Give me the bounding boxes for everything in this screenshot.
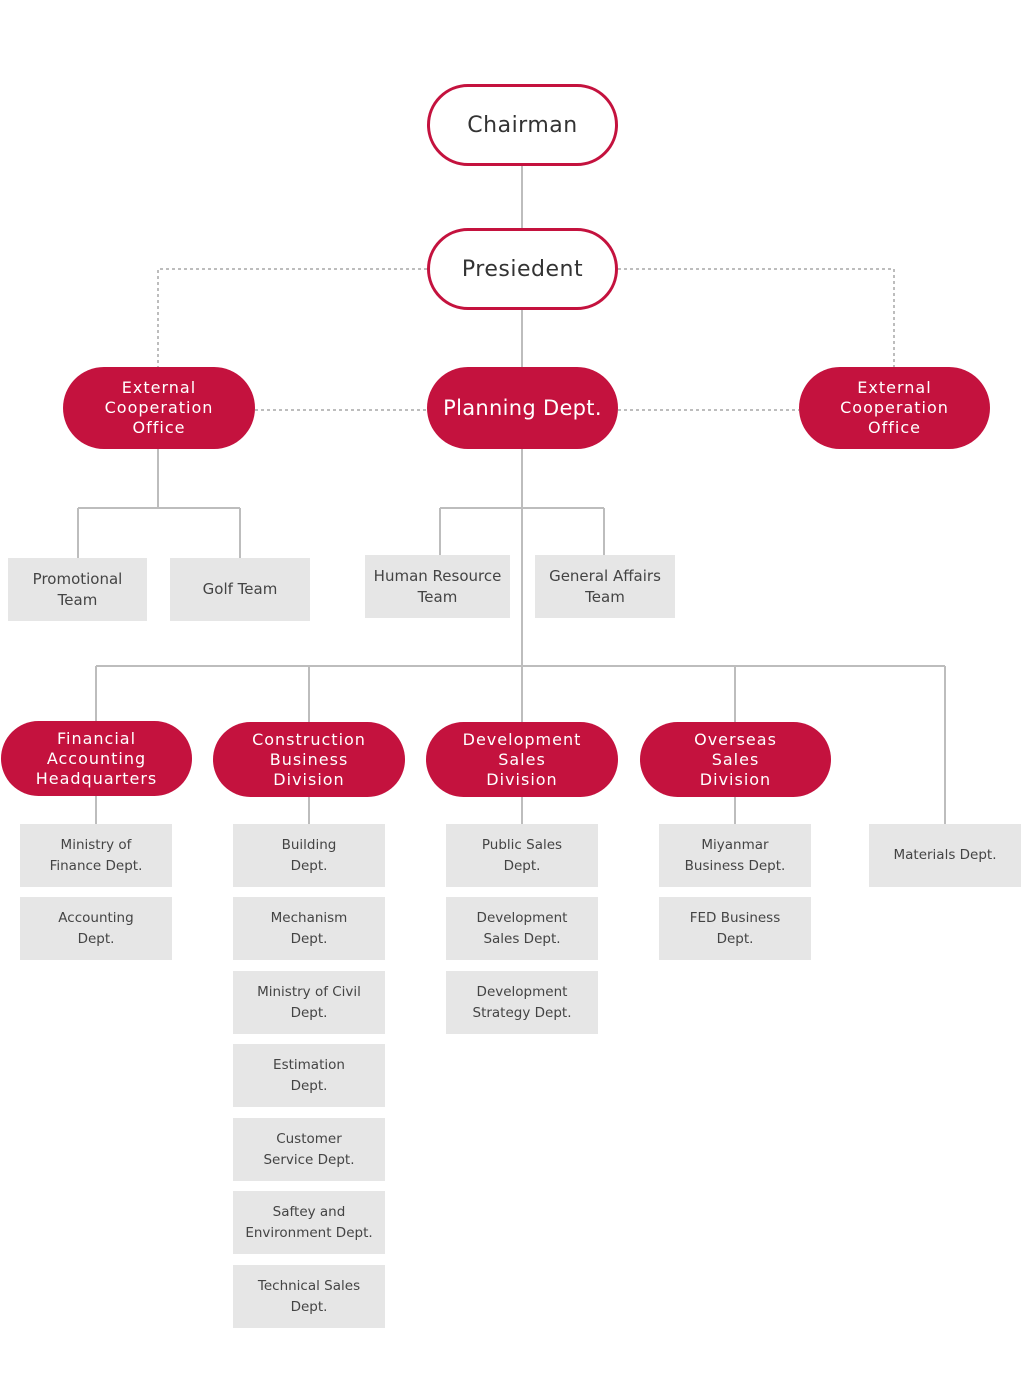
chairman-node: Chairman [427,84,618,166]
dept-box: Ministry of Finance Dept. [20,824,172,887]
promotional-team: Promotional Team [8,558,147,621]
dept-box: Miyanmar Business Dept. [659,824,811,887]
dept-box: Customer Service Dept. [233,1118,385,1181]
president-node: Presiedent [427,228,618,310]
planning-dept-node: Planning Dept. [427,367,618,449]
dept-box: Technical Sales Dept. [233,1265,385,1328]
financial-accounting-headquarters: Financial Accounting Headquarters [1,721,192,796]
development-sales-division: Development Sales Division [426,722,618,797]
dept-box: Accounting Dept. [20,897,172,960]
dept-box: Public Sales Dept. [446,824,598,887]
dept-box: FED Business Dept. [659,897,811,960]
dept-box: Development Strategy Dept. [446,971,598,1034]
dept-box: Mechanism Dept. [233,897,385,960]
overseas-sales-division: Overseas Sales Division [640,722,831,797]
human-resource-team: Human Resource Team [365,555,510,618]
construction-business-division: Construction Business Division [213,722,405,797]
general-affairs-team: General Affairs Team [535,555,675,618]
golf-team: Golf Team [170,558,310,621]
dept-box: Building Dept. [233,824,385,887]
dept-box: Saftey and Environment Dept. [233,1191,385,1254]
dept-box: Estimation Dept. [233,1044,385,1107]
dept-box: Ministry of Civil Dept. [233,971,385,1034]
materials-dept: Materials Dept. [869,824,1021,887]
dept-box: Development Sales Dept. [446,897,598,960]
left-external-cooperation-office: External Cooperation Office [63,367,255,449]
right-external-cooperation-office: External Cooperation Office [799,367,990,449]
